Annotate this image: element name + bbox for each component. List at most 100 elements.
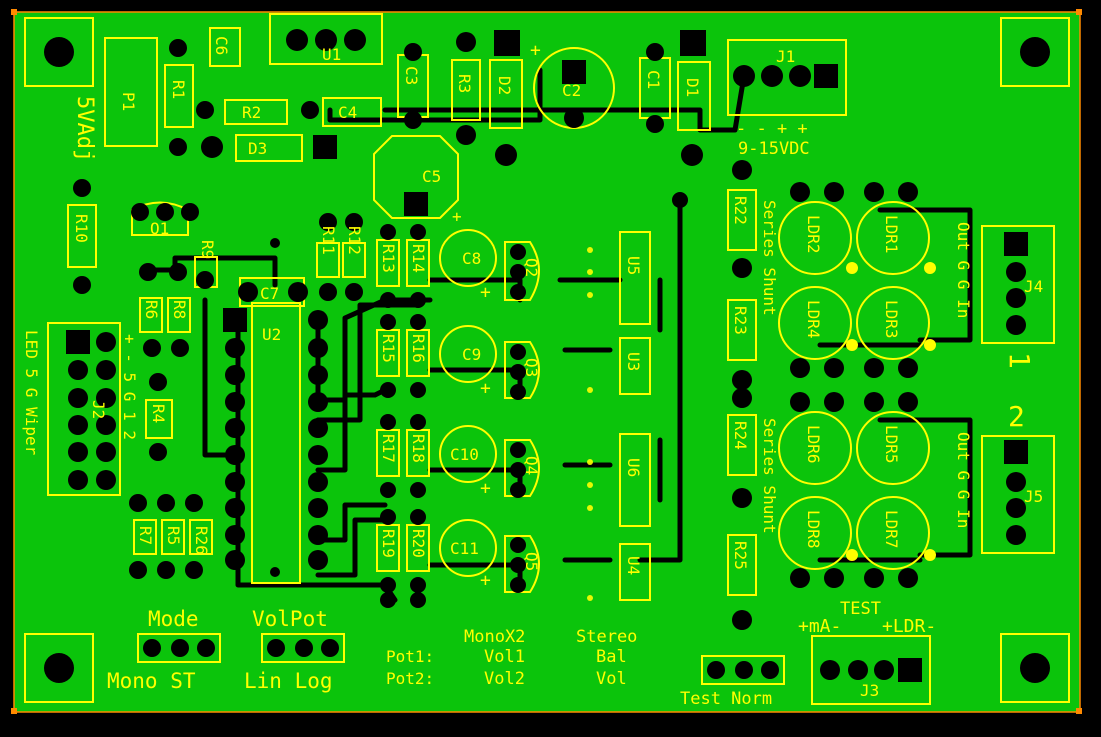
ref-r1: R1	[169, 80, 188, 99]
ref-r17: R17	[379, 434, 398, 463]
label-5vadj: 5VAdj	[72, 96, 97, 162]
label-series-shunt-2: Series Shunt	[760, 418, 779, 534]
ref-c3: C3	[402, 66, 421, 85]
ref-c9: C9	[462, 345, 481, 364]
ref-q1: Q1	[150, 219, 169, 238]
ref-c5: C5	[422, 167, 441, 186]
ref-r2: R2	[242, 103, 261, 122]
corner-marker	[1076, 708, 1082, 714]
ref-ldr6: LDR6	[804, 425, 823, 464]
ref-j5: J5	[1024, 487, 1043, 506]
ref-u1: U1	[322, 45, 341, 64]
label-j2-side: LED 5 G Wiper	[22, 330, 41, 456]
label-plus-c2: +	[530, 40, 541, 61]
ref-r3: R3	[455, 74, 474, 93]
ref-u6: U6	[624, 458, 643, 477]
ref-u5: U5	[624, 256, 643, 275]
label-j4-pins: Out G G In	[954, 222, 973, 318]
label-ldr: +LDR-	[882, 616, 936, 637]
ref-d1: D1	[683, 78, 702, 97]
label-lin-log: Lin Log	[244, 669, 333, 693]
label-plus-c8: +	[480, 282, 491, 303]
ref-r15: R15	[379, 334, 398, 363]
label-ma: +mA-	[798, 616, 841, 637]
ref-q4: Q4	[522, 456, 541, 475]
label-plus-c10: +	[480, 478, 491, 499]
label-series-shunt-1: Series Shunt	[760, 200, 779, 316]
ref-r22: R22	[731, 196, 750, 225]
ref-d3: D3	[248, 139, 267, 158]
ref-r16: R16	[409, 334, 428, 363]
ref-r13: R13	[379, 244, 398, 273]
ref-p1: P1	[119, 92, 138, 111]
ref-ldr5: LDR5	[882, 425, 901, 464]
ref-j2: J2	[89, 400, 108, 419]
ref-q2: Q2	[522, 258, 541, 277]
label-bal: Bal	[596, 647, 627, 667]
resistor-pads	[380, 182, 918, 608]
label-mode: Mode	[148, 607, 199, 631]
ref-c10: C10	[450, 445, 479, 464]
label-j1-polarity: - - + +	[736, 119, 808, 139]
ref-ldr2: LDR2	[804, 215, 823, 254]
label-volpot: VolPot	[252, 607, 328, 631]
label-plus-c11: +	[480, 570, 491, 591]
mounting-holes	[24, 17, 1070, 703]
label-vol1: Vol1	[484, 647, 525, 667]
ref-r26: R26	[192, 526, 211, 555]
ref-c11: C11	[450, 539, 479, 558]
smd-pads	[587, 247, 593, 601]
ref-u4: U4	[624, 556, 643, 575]
label-vol: Vol	[596, 669, 627, 689]
ref-r9: R9	[198, 240, 217, 259]
corner-marker	[11, 9, 17, 15]
corner-marker	[11, 708, 17, 714]
ref-r20: R20	[409, 529, 428, 558]
ref-r24: R24	[731, 421, 750, 450]
label-channel-2: 2	[1008, 400, 1025, 433]
label-stereo: Stereo	[576, 627, 637, 647]
label-j5-pins: Out G G In	[954, 432, 973, 528]
ref-c4: C4	[338, 103, 357, 122]
ref-c8: C8	[462, 249, 481, 268]
silkscreen	[47, 13, 1055, 705]
ldr-dots	[846, 262, 936, 561]
label-test: TEST	[840, 599, 881, 619]
label-pot1: Pot1:	[386, 647, 434, 666]
ref-ldr4: LDR4	[804, 300, 823, 339]
ref-q3: Q3	[522, 358, 541, 377]
ref-c1: C1	[644, 70, 663, 89]
ref-r23: R23	[731, 306, 750, 335]
ref-r6: R6	[142, 300, 161, 319]
ref-r8: R8	[170, 300, 189, 319]
label-plus-c5: +	[452, 207, 462, 226]
label-pot2: Pot2:	[386, 669, 434, 688]
u2-pins	[225, 310, 328, 570]
ref-r7: R7	[136, 526, 155, 545]
label-vol2: Vol2	[484, 669, 525, 689]
ref-r19: R19	[379, 529, 398, 558]
label-monox2: MonoX2	[464, 627, 525, 647]
ref-ldr3: LDR3	[882, 300, 901, 339]
ref-j3: J3	[860, 681, 879, 700]
ref-r11: R11	[319, 226, 338, 255]
label-plus-c9: +	[480, 378, 491, 399]
ref-q5: Q5	[522, 552, 541, 571]
ref-r5: R5	[164, 526, 183, 545]
ref-r10: R10	[72, 214, 91, 243]
pads	[66, 29, 1028, 682]
ref-c7: C7	[260, 284, 279, 303]
ref-j1: J1	[776, 47, 795, 66]
corner-marker	[1076, 9, 1082, 15]
ref-r18: R18	[409, 434, 428, 463]
ref-r25: R25	[731, 541, 750, 570]
label-channel-1: 1	[1003, 352, 1036, 369]
ref-r4: R4	[149, 404, 168, 423]
ref-d2: D2	[495, 76, 514, 95]
ref-r14: R14	[409, 244, 428, 273]
label-j2-pins: + - 5 G 1 2	[120, 334, 139, 440]
label-9-15vdc: 9-15VDC	[738, 139, 810, 159]
ref-j4: J4	[1024, 277, 1043, 296]
ref-ldr8: LDR8	[804, 510, 823, 549]
